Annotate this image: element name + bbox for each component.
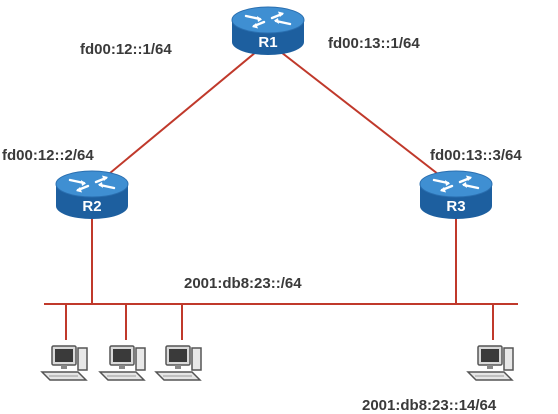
r1-r3-link-r1-address: fd00:13::1/64 (328, 35, 420, 52)
router-r3-name: R3 (446, 198, 465, 215)
link-r1-r2 (91, 41, 269, 189)
host-pc-4 (467, 345, 514, 381)
link-r1-r3 (267, 41, 457, 189)
r1-r3-link-r3-address: fd00:13::3/64 (430, 147, 522, 164)
lan-subnet-label: 2001:db8:23::/64 (184, 275, 302, 292)
router-r3: R3 (418, 169, 494, 221)
router-r1-name: R1 (258, 34, 277, 51)
pc-icon (155, 345, 202, 381)
host-pc-3 (155, 345, 202, 381)
router-r2-name: R2 (82, 198, 101, 215)
pc-icon (41, 345, 88, 381)
host-address-label: 2001:db8:23::14/64 (362, 397, 497, 414)
router-r2: R2 (54, 169, 130, 221)
router-r1: R1 (230, 5, 306, 57)
pc-icon (467, 345, 514, 381)
host-pc-2 (99, 345, 146, 381)
host-pc-1 (41, 345, 88, 381)
r1-r2-link-r1-address: fd00:12::1/64 (80, 41, 172, 58)
pc-icon (99, 345, 146, 381)
r1-r2-link-r2-address: fd00:12::2/64 (2, 147, 94, 164)
